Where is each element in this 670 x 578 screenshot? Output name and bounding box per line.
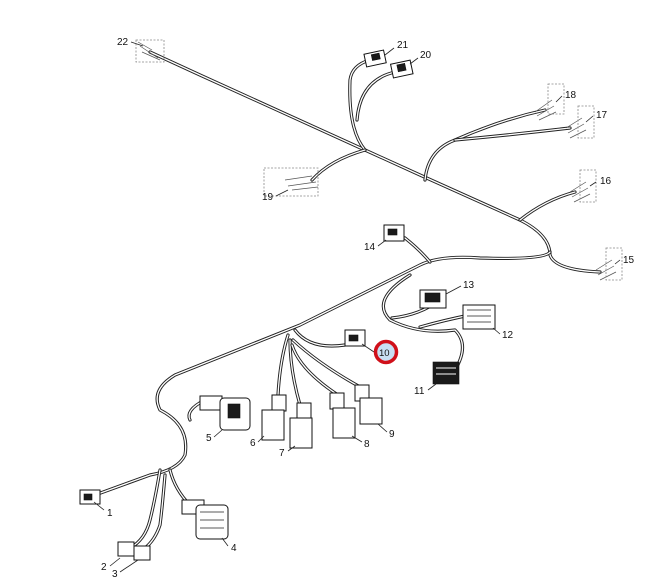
callout-5[interactable]: 5 bbox=[206, 433, 212, 444]
connector-19 bbox=[263, 167, 319, 197]
callout-20[interactable]: 20 bbox=[420, 50, 432, 61]
connector-9 bbox=[354, 384, 383, 425]
callout-9[interactable]: 9 bbox=[389, 429, 395, 440]
callout-1[interactable]: 1 bbox=[107, 508, 113, 519]
callout-labels: 22 21 20 18 17 16 15 19 14 13 12 11 10 9… bbox=[101, 37, 635, 578]
leader-lines bbox=[93, 41, 621, 573]
connector-20 bbox=[389, 59, 414, 79]
callout-15[interactable]: 15 bbox=[623, 255, 635, 266]
callout-3[interactable]: 3 bbox=[112, 569, 118, 578]
connector-17 bbox=[565, 105, 595, 139]
connector-16 bbox=[569, 169, 597, 203]
connector-2 bbox=[117, 541, 135, 557]
connector-18 bbox=[534, 83, 565, 121]
callout-12[interactable]: 12 bbox=[502, 330, 514, 341]
connectors bbox=[79, 39, 623, 561]
callout-16[interactable]: 16 bbox=[600, 176, 612, 187]
callout-6[interactable]: 6 bbox=[250, 438, 256, 449]
callout-2[interactable]: 2 bbox=[101, 562, 107, 573]
callout-18[interactable]: 18 bbox=[565, 90, 577, 101]
callout-14[interactable]: 14 bbox=[364, 242, 376, 253]
connector-4 bbox=[181, 499, 229, 540]
connector-13 bbox=[419, 289, 447, 309]
connector-14 bbox=[383, 224, 405, 242]
harness-wires bbox=[93, 50, 602, 550]
callout-7[interactable]: 7 bbox=[279, 448, 285, 459]
connector-5 bbox=[199, 395, 251, 431]
connector-3 bbox=[133, 545, 151, 561]
connector-22 bbox=[135, 39, 165, 63]
callout-17[interactable]: 17 bbox=[596, 110, 608, 121]
callout-8[interactable]: 8 bbox=[364, 439, 370, 450]
connector-15 bbox=[595, 247, 623, 281]
callout-21[interactable]: 21 bbox=[397, 40, 409, 51]
callout-13[interactable]: 13 bbox=[463, 280, 475, 291]
connector-10 bbox=[344, 329, 366, 347]
callout-10[interactable]: 10 bbox=[379, 348, 390, 359]
connector-12 bbox=[462, 304, 496, 330]
callout-22[interactable]: 22 bbox=[117, 37, 129, 48]
callout-19[interactable]: 19 bbox=[262, 192, 274, 203]
connector-1 bbox=[79, 489, 101, 505]
connector-7 bbox=[289, 402, 313, 449]
connector-6 bbox=[261, 394, 287, 441]
connector-11 bbox=[432, 361, 460, 385]
callout-4[interactable]: 4 bbox=[231, 543, 237, 554]
callout-11[interactable]: 11 bbox=[414, 386, 425, 397]
highlight-ring-10[interactable] bbox=[373, 339, 399, 365]
connector-8 bbox=[329, 392, 356, 439]
connector-21 bbox=[363, 49, 387, 68]
